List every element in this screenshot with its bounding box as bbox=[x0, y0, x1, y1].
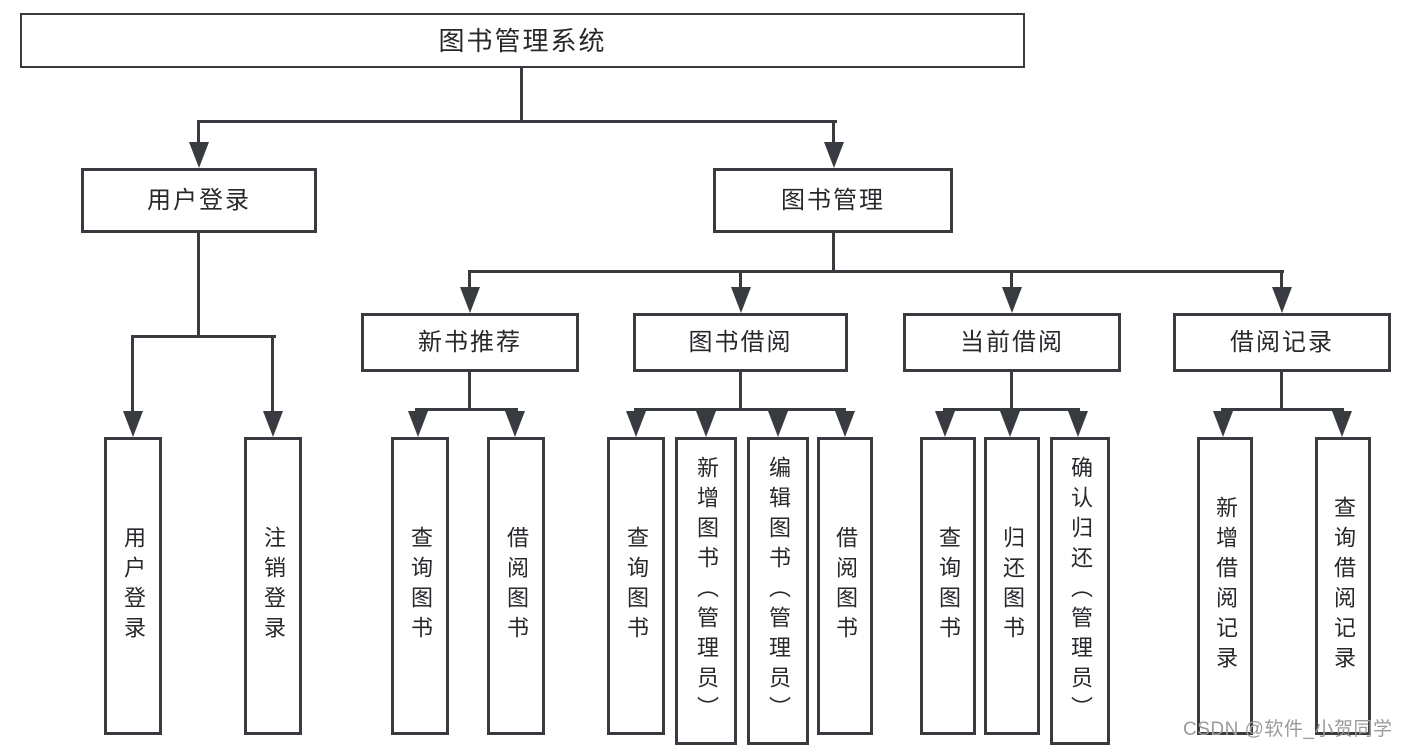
arrowhead bbox=[824, 142, 844, 168]
leaf-logout: 注销登录 bbox=[244, 437, 302, 735]
leaf-user-login: 用户登录 bbox=[104, 437, 162, 735]
leaf-query-book-recommend: 查询图书 bbox=[391, 437, 449, 735]
leaf-return-book: 归还图书 bbox=[984, 437, 1040, 735]
connector-recommend-stem bbox=[468, 372, 471, 410]
arrowhead bbox=[768, 411, 788, 437]
connector-to-book-management bbox=[832, 122, 835, 144]
connector-level2-rail bbox=[197, 120, 837, 123]
leaf-borrow-book-recommend: 借阅图书 bbox=[487, 437, 545, 735]
node-borrowing-records: 借阅记录 bbox=[1173, 313, 1391, 372]
arrowhead bbox=[935, 411, 955, 437]
connector-to-leaf-logout bbox=[271, 337, 274, 411]
arrowhead bbox=[189, 142, 209, 168]
leaf-edit-book-admin: 编辑图书（管理员） bbox=[747, 437, 809, 745]
arrowhead bbox=[123, 411, 143, 437]
connector-root-stem bbox=[520, 66, 523, 122]
arrowhead bbox=[263, 411, 283, 437]
connector-records-rail bbox=[1221, 408, 1344, 411]
connector-to-book-borrowing bbox=[739, 272, 742, 288]
connector-records-stem bbox=[1280, 372, 1283, 410]
leaf-borrow-book-borrowing: 借阅图书 bbox=[817, 437, 873, 735]
connector-to-current-borrowing bbox=[1010, 272, 1013, 288]
connector-user-login-rail bbox=[131, 335, 276, 338]
connector-current-stem bbox=[1010, 372, 1013, 410]
connector-borrowing-rail bbox=[634, 408, 846, 411]
connector-user-login-stem bbox=[197, 233, 200, 337]
node-root-system: 图书管理系统 bbox=[20, 13, 1025, 68]
arrowhead bbox=[626, 411, 646, 437]
connector-to-borrowing-records bbox=[1280, 272, 1283, 288]
connector-recommend-rail bbox=[415, 408, 518, 411]
leaf-add-borrow-record: 新增借阅记录 bbox=[1197, 437, 1253, 735]
arrowhead bbox=[1272, 287, 1292, 313]
connector-level3-rail bbox=[468, 270, 1284, 273]
leaf-add-book-admin: 新增图书（管理员） bbox=[675, 437, 737, 745]
connector-current-rail bbox=[943, 408, 1080, 411]
arrowhead bbox=[1213, 411, 1233, 437]
arrowhead bbox=[460, 287, 480, 313]
arrowhead bbox=[1068, 411, 1088, 437]
leaf-query-borrow-record: 查询借阅记录 bbox=[1315, 437, 1371, 735]
node-user-login-group: 用户登录 bbox=[81, 168, 317, 233]
arrowhead bbox=[1000, 411, 1020, 437]
leaf-confirm-return-admin: 确认归还（管理员） bbox=[1050, 437, 1110, 745]
node-book-borrowing: 图书借阅 bbox=[633, 313, 848, 372]
connector-to-new-book-recommend bbox=[468, 272, 471, 288]
arrowhead bbox=[408, 411, 428, 437]
csdn-watermark: CSDN @软件_小贺同学 bbox=[1183, 719, 1393, 740]
leaf-query-book-borrowing: 查询图书 bbox=[607, 437, 665, 735]
arrowhead bbox=[505, 411, 525, 437]
connector-to-user-login-group bbox=[197, 122, 200, 144]
arrowhead bbox=[835, 411, 855, 437]
connector-borrowing-stem bbox=[739, 372, 742, 410]
leaf-query-book-current: 查询图书 bbox=[920, 437, 976, 735]
node-book-management: 图书管理 bbox=[713, 168, 953, 233]
connector-book-mgmt-stem bbox=[832, 233, 835, 272]
arrowhead bbox=[1332, 411, 1352, 437]
connector-to-leaf-user-login bbox=[131, 337, 134, 411]
node-new-book-recommend: 新书推荐 bbox=[361, 313, 579, 372]
arrowhead bbox=[1002, 287, 1022, 313]
arrowhead bbox=[731, 287, 751, 313]
arrowhead bbox=[696, 411, 716, 437]
node-current-borrowing: 当前借阅 bbox=[903, 313, 1121, 372]
